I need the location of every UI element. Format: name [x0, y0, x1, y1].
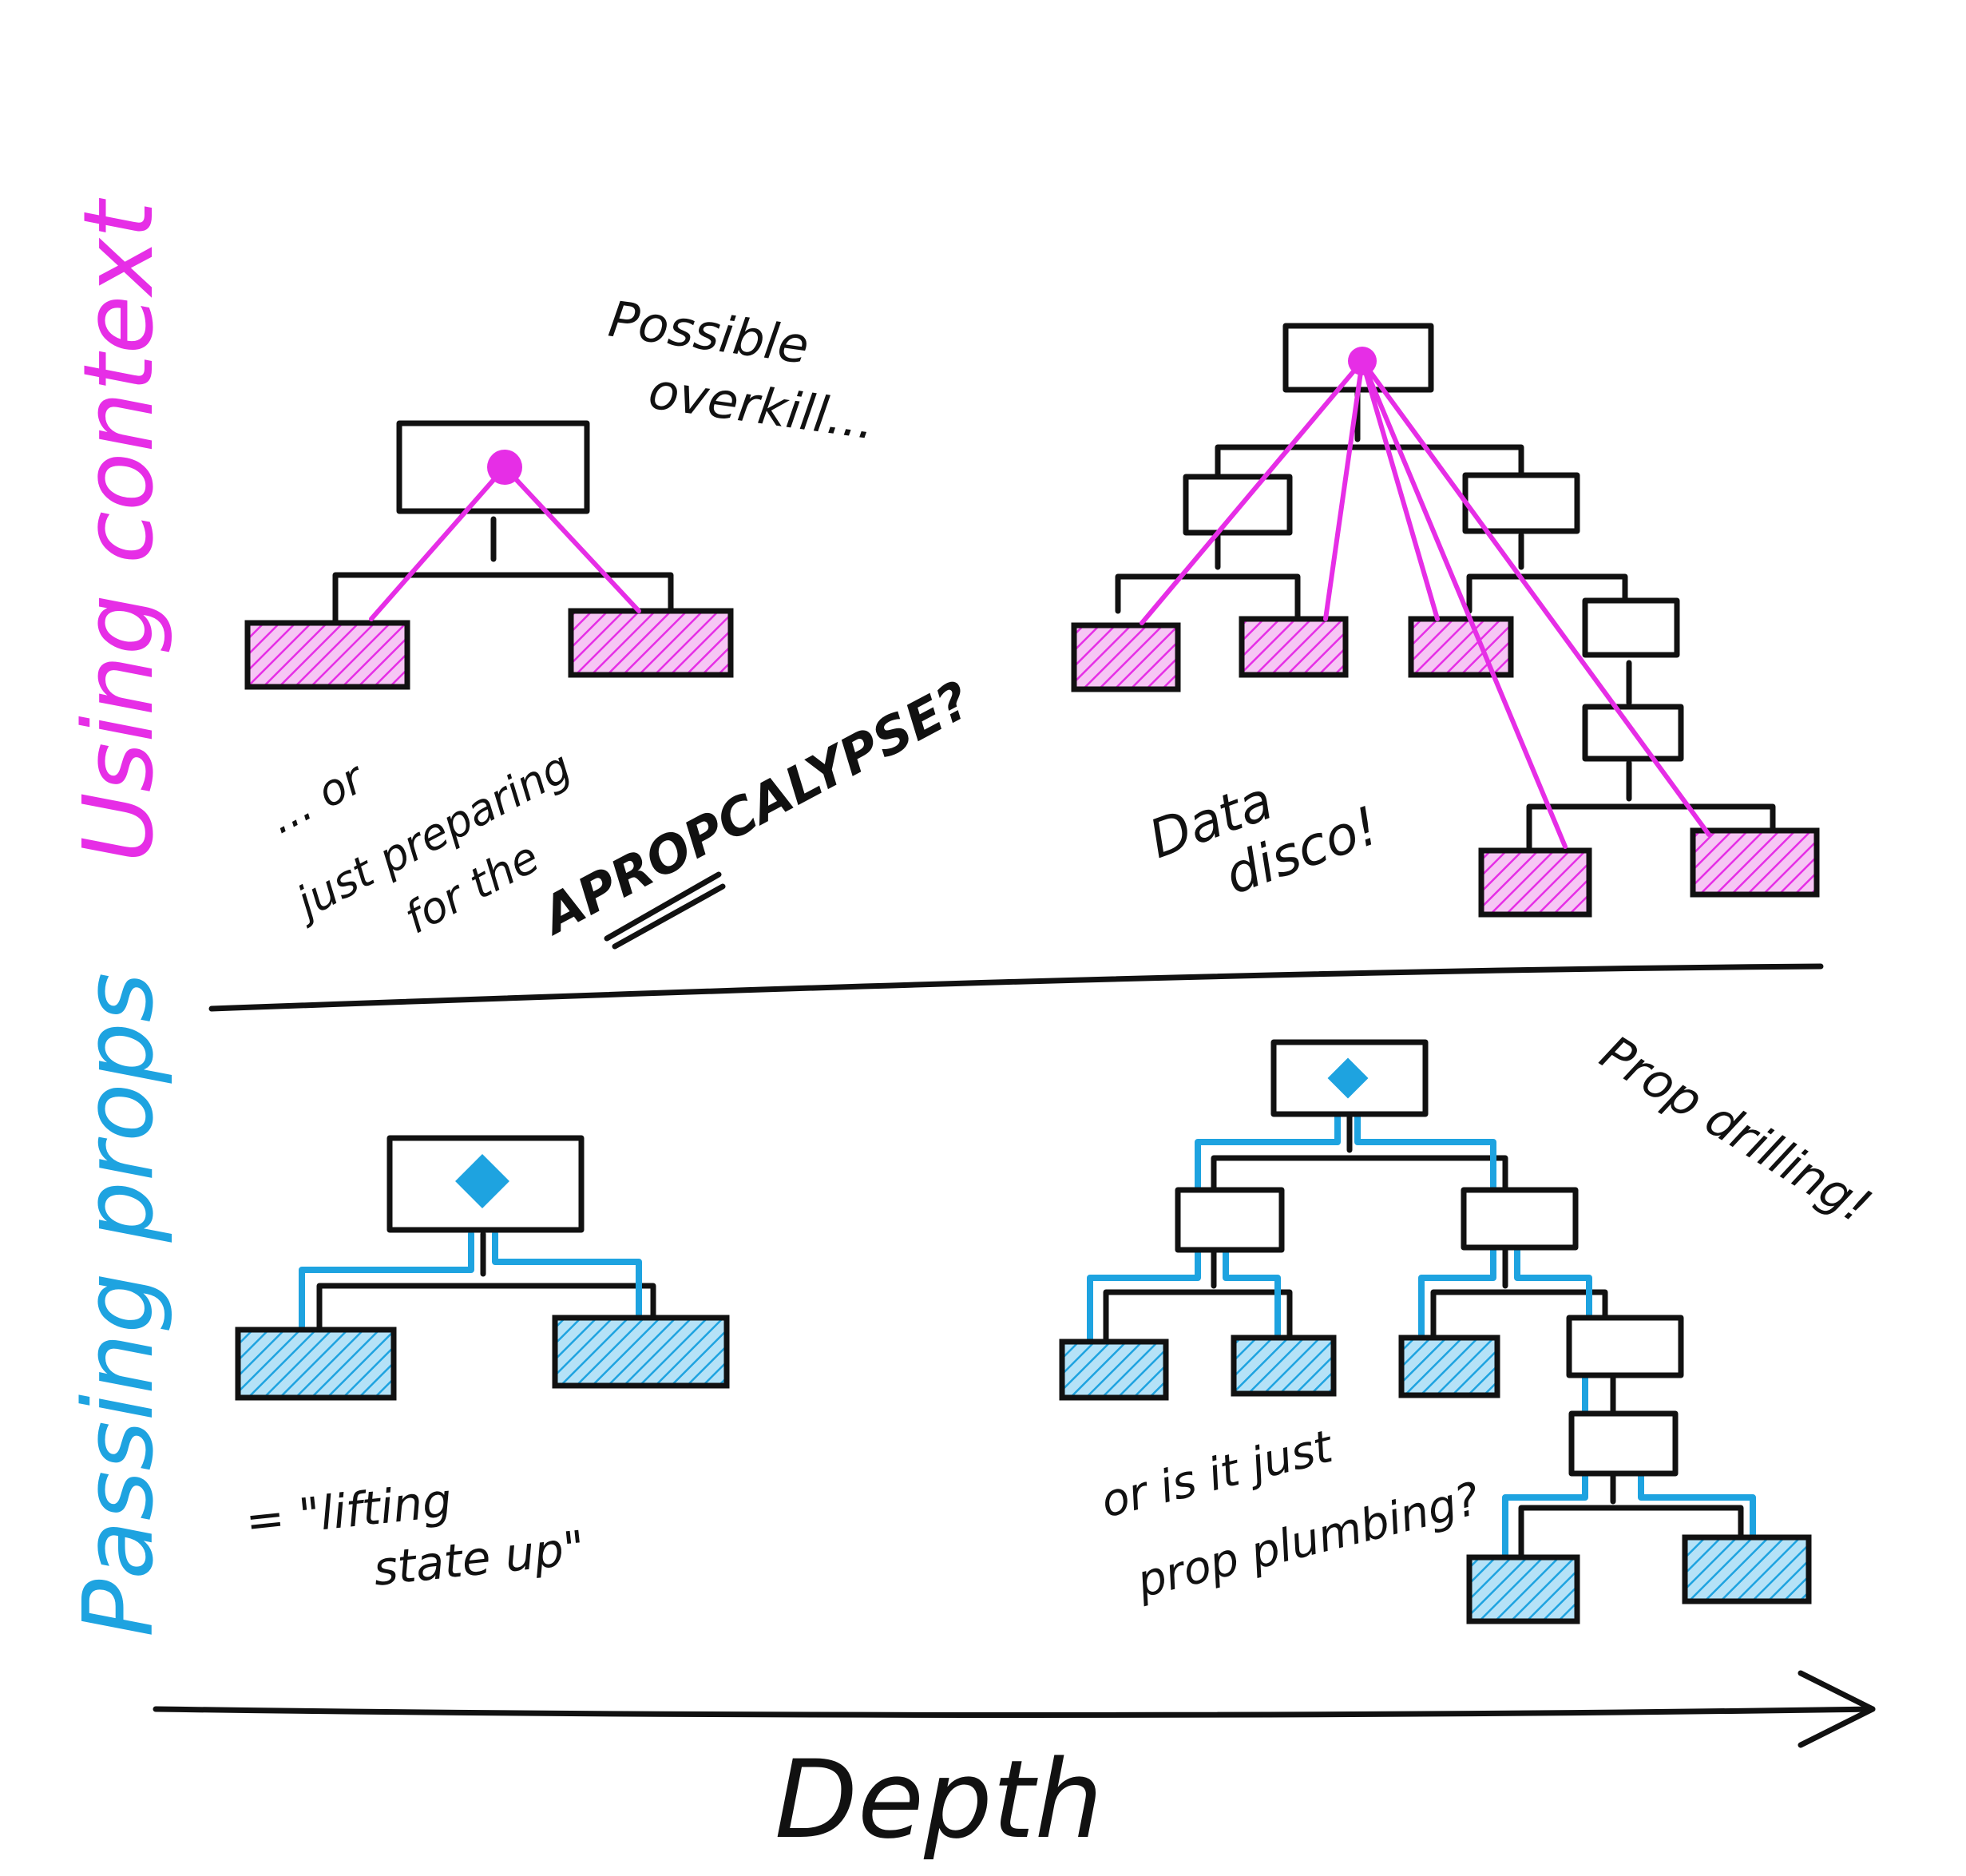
- intermediate-component: [1183, 474, 1293, 536]
- apropcalypse-underline: [604, 871, 726, 950]
- consumer-component: [1071, 622, 1181, 692]
- intermediate-component: [1582, 704, 1684, 762]
- row-label-passing-props: Passing props: [64, 973, 175, 1637]
- child-component: [552, 1315, 730, 1389]
- row-label-using-context: Using context: [64, 198, 175, 863]
- state-diamond: [455, 1154, 509, 1208]
- consumer-component: [244, 620, 410, 690]
- row-divider: [208, 963, 1824, 1012]
- shallow-props-tree: [235, 1135, 730, 1401]
- context-source-dot: [1348, 347, 1377, 375]
- child-component: [1398, 1335, 1500, 1398]
- note-or: ... or: [261, 752, 374, 843]
- intermediate-component: [1582, 597, 1680, 658]
- consumer-component: [568, 608, 734, 678]
- intermediate-component: [1175, 1187, 1285, 1253]
- provider-component: [396, 420, 590, 514]
- consumer-component: [1690, 827, 1820, 898]
- depth-axis-label: Depth: [775, 1737, 1103, 1862]
- deep-props-tree: [1059, 1039, 1812, 1624]
- child-component: [1682, 1534, 1812, 1604]
- intermediate-component: [1461, 1187, 1579, 1251]
- intermediate-component: [1566, 1315, 1684, 1378]
- note-possible: Possible: [605, 290, 813, 375]
- depth-axis-line: [153, 1706, 1876, 1718]
- intermediate-component: [1568, 1410, 1679, 1477]
- child-component: [1466, 1554, 1580, 1624]
- note-apropcalypse: APROPCALYPSE?: [529, 671, 980, 948]
- child-component: [1059, 1339, 1169, 1401]
- state-diamond: [1327, 1057, 1369, 1099]
- note-or-is-it-just: or is it just: [1096, 1421, 1339, 1529]
- consumer-component: [1239, 616, 1349, 678]
- context-source-dot: [487, 450, 522, 485]
- note-prop-drilling: Prop drilling!: [1591, 1025, 1881, 1235]
- consumer-component: [1478, 847, 1592, 918]
- consumer-component: [1408, 616, 1514, 678]
- child-component: [1231, 1335, 1337, 1397]
- note-overkill: overkill...: [645, 362, 878, 451]
- depth-axis-arrowhead: [1798, 1670, 1876, 1748]
- shallow-context-tree: [244, 420, 734, 690]
- deep-context-tree: [1071, 323, 1820, 918]
- child-component: [235, 1327, 397, 1401]
